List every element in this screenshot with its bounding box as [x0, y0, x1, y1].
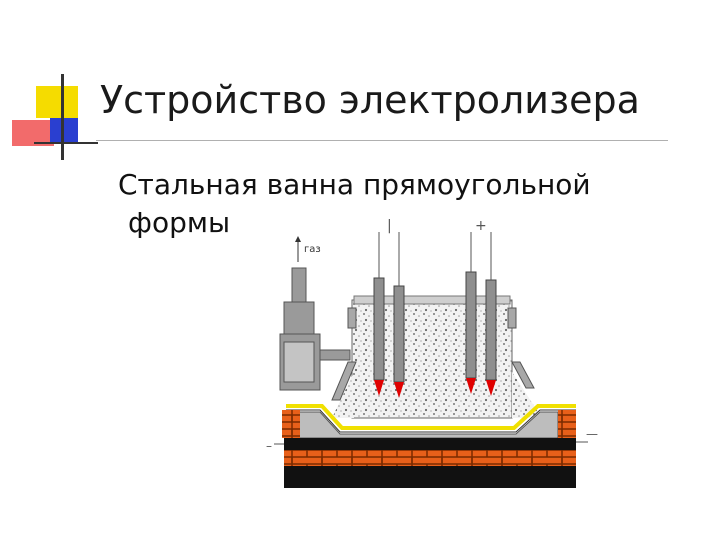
blue-square	[50, 118, 78, 142]
anodes	[373, 232, 497, 398]
cathode-label-right: —	[586, 427, 598, 441]
red-square	[12, 118, 54, 146]
gas-outlet-label: газ	[295, 236, 321, 262]
anode-1	[373, 232, 385, 396]
brick-wall-left	[282, 410, 300, 438]
bath-supports	[331, 307, 535, 401]
slide-body: Стальная ванна прямоугольной формы	[118, 166, 638, 242]
gas-label: газ	[304, 244, 321, 255]
brick-foundation	[284, 450, 576, 466]
anode-4	[485, 232, 497, 396]
title-underline	[96, 140, 668, 141]
cathode-lining	[286, 404, 576, 430]
cathode-bar-top	[284, 438, 576, 450]
gas-arrow-head	[295, 236, 301, 242]
brick-wall-right	[558, 410, 576, 438]
corner-decoration	[0, 0, 100, 170]
body-line-1: Стальная ванна прямоугольной	[118, 168, 591, 201]
anode-label-left: |	[387, 218, 392, 234]
gas-collector	[279, 267, 351, 391]
horizontal-line	[34, 142, 98, 144]
anode-3	[465, 232, 477, 394]
vertical-line	[61, 74, 64, 160]
anode-label-right: +	[475, 218, 487, 234]
base-slab	[284, 466, 576, 488]
body-line-2: формы	[128, 206, 231, 239]
slide-title: Устройство электролизера	[100, 78, 640, 122]
cathode-label-left: –	[266, 439, 272, 453]
anode-2	[393, 232, 405, 398]
electrolyzer-diagram: газ | + – —	[266, 218, 598, 488]
